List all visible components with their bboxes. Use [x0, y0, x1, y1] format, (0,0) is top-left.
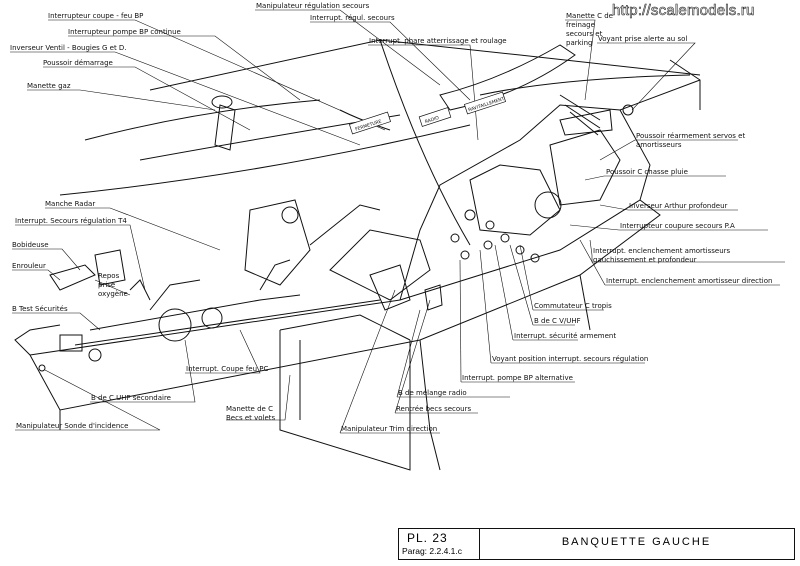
label-inverseur-ventil: Inverseur Ventil - Bougies G et D.	[10, 44, 127, 52]
label-poussoir-demarrage: Poussoir démarrage	[43, 59, 113, 67]
placard-radio: RADIO	[424, 115, 440, 125]
label-repos-prise: Repos prise oxygène	[98, 272, 128, 298]
plate-title: BANQUETTE GAUCHE	[561, 536, 712, 548]
plate-number: PL. 23	[407, 531, 448, 545]
label-interrupt-regul: Interrupt. régul. secours	[310, 14, 395, 22]
label-manette-becs: Manette de C Becs et volets	[226, 405, 276, 422]
label-manip-trim: Manipulateur Trim direction	[341, 425, 438, 433]
label-bte-melange: B de mélange radio	[398, 389, 467, 397]
label-commutateur-cde: Commutateur C tropis	[534, 302, 612, 310]
label-poussoir-chasse: Poussoir C chasse pluie	[606, 168, 688, 176]
label-bte-uhf: B de C V/UHF	[534, 317, 581, 325]
label-voyant-position: Voyant position interrupt. secours régul…	[492, 355, 649, 363]
label-inverseur-arthur: Inverseur Arthur profondeur	[629, 202, 728, 210]
label-interrupt-phare: Interrupt. phare atterrissage et roulage	[369, 37, 507, 45]
label-manette-freinage: Manette C de freinage secours et parking	[566, 12, 613, 47]
label-bte-test: B Test Sécurités	[12, 305, 68, 313]
label-interrupt-pompe: Interrupteur pompe BP continue	[68, 28, 181, 36]
label-interrupt-coupe-feu: Interrupteur coupe - feu BP	[48, 12, 144, 20]
label-poussoir-rearm: Poussoir réarmement servos et amortisseu…	[636, 132, 746, 149]
label-interrupt-pompe-bp: Interrupt. pompe BP alternative	[462, 374, 573, 382]
label-interrupt-coupe-pc: Interrupt. Coupe feu PC	[186, 365, 269, 373]
label-manip-regul: Manipulateur régulation secours	[256, 2, 370, 10]
label-bobideuse: Bobideuse	[12, 241, 49, 249]
label-bte-uhf-sec: B de C UHF secondaire	[91, 394, 171, 402]
label-manette-gaz: Manette gaz	[27, 82, 71, 90]
label-interrupt-enclench-dir: Interrupt. enclenchement amortisseur dir…	[606, 277, 773, 285]
label-enrouleur: Enrouleur	[12, 262, 46, 270]
watermark: http://scalemodels.ru	[612, 2, 755, 20]
label-manche-radar: Manche Radar	[45, 200, 96, 208]
label-manip-sonde: Manipulateur Sonde d'incidence	[16, 422, 129, 430]
label-rentree-becs: Rentrée becs secours	[396, 405, 472, 413]
label-interrupt-t4: Interrupt. Secours régulation T4	[15, 217, 127, 225]
label-voyant-prise: Voyant prise alerte au sol	[598, 35, 688, 43]
label-interrupt-coupure: Interrupteur coupure secours P.A	[620, 222, 735, 230]
title-block: PL. 23 Parag: 2.2.4.1.c BANQUETTE GAUCHE	[398, 528, 795, 560]
title-block-left: PL. 23 Parag: 2.2.4.1.c	[399, 529, 480, 559]
label-interrupt-enclench: Interrupt. enclenchement amortisseurs ga…	[593, 247, 731, 264]
paragraph-ref: Parag: 2.2.4.1.c	[402, 546, 463, 556]
label-interrupt-armement: Interrupt. sécurité armement	[514, 332, 617, 340]
